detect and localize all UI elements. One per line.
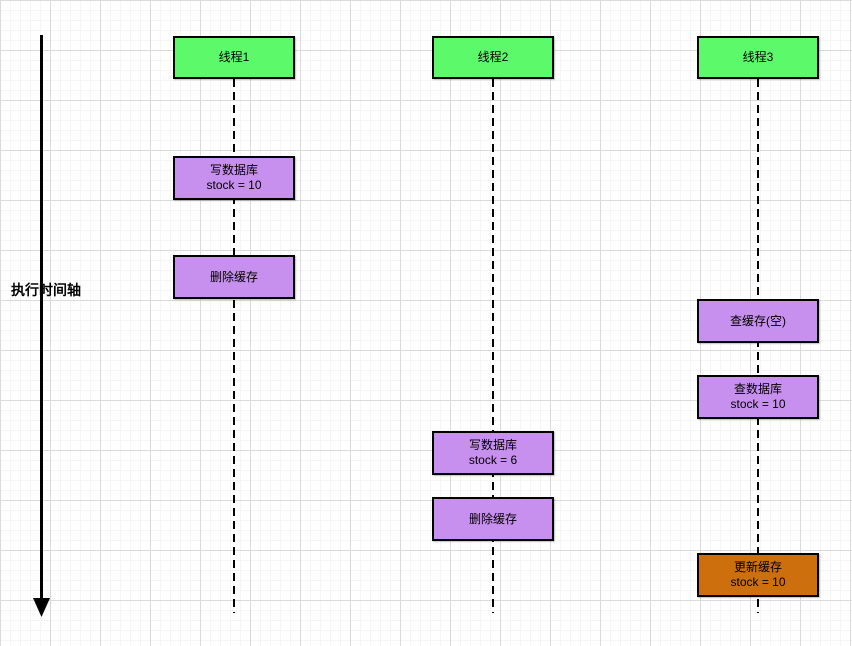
thread-1-delete-cache-box[interactable]: 删除缓存	[173, 255, 295, 299]
event-line-1: 写数据库	[468, 438, 517, 452]
thread-2-header-box[interactable]: 线程2	[432, 36, 554, 79]
event-line-1: 删除缓存	[468, 511, 517, 526]
timeline-arrowhead-icon	[33, 598, 50, 617]
timeline-axis-label: 执行时间轴	[11, 282, 81, 298]
thread-1-write-db-box[interactable]: 写数据库 stock = 10	[173, 156, 295, 200]
event-line-2: stock = 6	[468, 453, 518, 467]
event-line-1: 更新缓存	[733, 560, 782, 574]
thread-3-label: 线程3	[742, 50, 774, 64]
thread-3-query-cache-box[interactable]: 查缓存(空)	[697, 299, 819, 343]
thread-1-label: 线程1	[218, 50, 250, 64]
thread-2-label: 线程2	[477, 50, 509, 64]
event-line-1: 删除缓存	[209, 269, 258, 284]
thread-3-update-cache-box[interactable]: 更新缓存 stock = 10	[697, 553, 819, 597]
event-line-1: 查缓存(空)	[730, 313, 786, 328]
thread-2-write-db-box[interactable]: 写数据库 stock = 6	[432, 431, 554, 475]
thread-2-delete-cache-box[interactable]: 删除缓存	[432, 497, 554, 541]
event-line-1: 查数据库	[733, 382, 782, 396]
event-line-2: stock = 10	[206, 178, 262, 192]
event-line-1: 写数据库	[209, 163, 258, 177]
event-line-2: stock = 10	[730, 575, 786, 589]
thread-3-header-box[interactable]: 线程3	[697, 36, 819, 79]
thread-1-header-box[interactable]: 线程1	[173, 36, 295, 79]
thread-3-query-db-box[interactable]: 查数据库 stock = 10	[697, 375, 819, 419]
event-line-2: stock = 10	[730, 397, 786, 411]
